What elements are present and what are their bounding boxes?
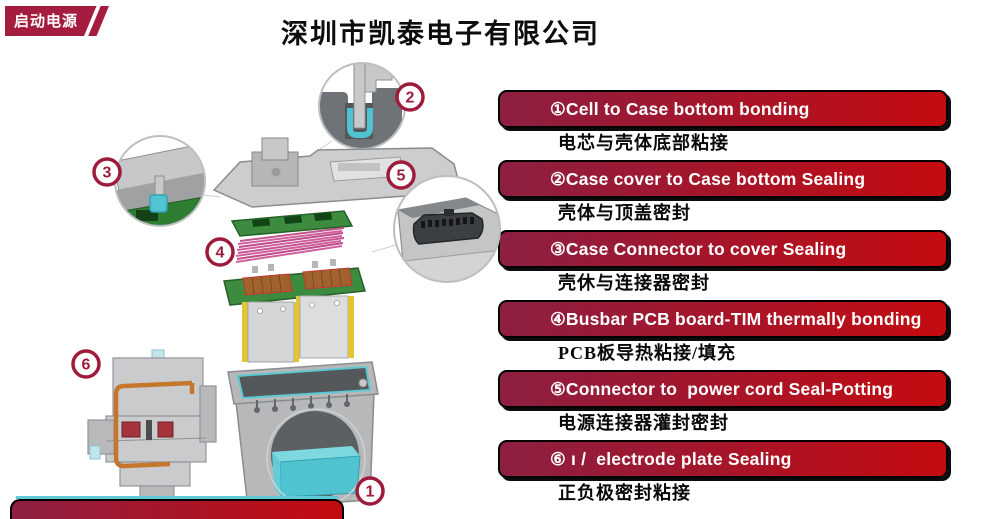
step-banner-6: ⑥ ı / electrode plate Sealing xyxy=(498,440,948,478)
step-caption-zh: 壳休与连接器密封 xyxy=(558,273,710,293)
wire-bundle xyxy=(235,227,345,263)
step-banner-4: ④Busbar PCB board-TIM thermally bonding xyxy=(498,300,948,338)
step-row: ②Case cover to Case bottom Sealing 壳体与顶盖… xyxy=(498,160,954,230)
teal-adhesive-pad xyxy=(279,455,361,498)
step-caption-zh: PCB板导热粘接/填充 xyxy=(558,343,737,363)
red-seal-block xyxy=(121,421,141,438)
step-row: ⑥ ı / electrode plate Sealing 正负极密封粘接 xyxy=(498,440,954,510)
svg-text:3: 3 xyxy=(103,165,112,182)
footer-teal-accent xyxy=(16,496,338,499)
step-caption-zh: 电芯与壳体底部粘接 xyxy=(558,133,729,153)
callout-badge-6: 6 xyxy=(71,349,101,379)
orange-seal-path xyxy=(113,380,193,469)
detail-circle-connector-seal xyxy=(114,135,206,227)
step-caption-zh: 电源连接器灌封密封 xyxy=(558,413,729,433)
callout-badge-3: 3 xyxy=(92,157,122,187)
case-rim-teal-seal xyxy=(236,365,372,400)
callout-badge-1: 1 xyxy=(355,476,385,506)
cross-section-view xyxy=(87,349,217,499)
step-banner-label: ③Case Connector to cover Sealing xyxy=(550,238,847,259)
step-banner-label: ①Cell to Case bottom bonding xyxy=(550,98,810,119)
teal-seal xyxy=(149,194,168,213)
step-banner-1: ①Cell to Case bottom bonding xyxy=(498,90,948,128)
teal-adhesive-pad-top xyxy=(272,446,360,462)
step-row: ①Cell to Case bottom bonding 电芯与壳体底部粘接 xyxy=(498,90,954,160)
svg-text:1: 1 xyxy=(366,484,375,501)
detail-circle-cover-seal xyxy=(318,62,406,150)
step-row: ④Busbar PCB board-TIM thermally bonding … xyxy=(498,300,954,370)
step-banner-3: ③Case Connector to cover Sealing xyxy=(498,230,948,268)
badge-label: 启动电源 xyxy=(14,14,79,30)
svg-text:4: 4 xyxy=(216,245,225,262)
step-banner-label: ⑤Connector to power cord Seal-Potting xyxy=(550,378,894,399)
exploded-control-pcb xyxy=(230,210,354,237)
step-banner-2: ②Case cover to Case bottom Sealing xyxy=(498,160,948,198)
step-caption-zh: 壳体与顶盖密封 xyxy=(558,203,691,223)
step-row: ③Case Connector to cover Sealing 壳休与连接器密… xyxy=(498,230,954,300)
exploded-bottom-case xyxy=(227,361,379,509)
exploded-busbar-board xyxy=(223,259,366,306)
exploded-view-diagram: 2 3 xyxy=(71,62,501,509)
process-steps-list: ①Cell to Case bottom bonding 电芯与壳体底部粘接 ②… xyxy=(498,90,954,510)
step-row: ⑤Connector to power cord Seal-Potting 电源… xyxy=(498,370,954,440)
slide-corner-badge: 启动电源 xyxy=(5,6,109,36)
teal-seal-channel xyxy=(347,108,373,138)
step-banner-label: ⑥ ı / electrode plate Sealing xyxy=(550,448,792,469)
step-banner-label: ④Busbar PCB board-TIM thermally bonding xyxy=(550,308,922,329)
step-banner-label: ②Case cover to Case bottom Sealing xyxy=(550,168,866,189)
page-title: 深圳市凯泰电子有限公司 xyxy=(281,19,600,49)
red-seal-block xyxy=(157,421,174,438)
detail-circle-power-connector xyxy=(393,175,501,283)
battery-cells xyxy=(242,295,354,363)
callout-badge-4: 4 xyxy=(205,237,235,267)
callout-badge-2: 2 xyxy=(395,82,425,112)
callout-badge-5: 5 xyxy=(386,160,416,190)
svg-text:5: 5 xyxy=(397,168,406,185)
footer-red-bar xyxy=(10,499,344,519)
badge-shape xyxy=(5,6,97,36)
step-banner-5: ⑤Connector to power cord Seal-Potting xyxy=(498,370,948,408)
svg-text:6: 6 xyxy=(82,357,91,374)
step-caption-zh: 正负极密封粘接 xyxy=(558,483,691,503)
case-notches xyxy=(254,394,350,413)
pcb-fragment xyxy=(117,195,205,226)
svg-text:2: 2 xyxy=(406,90,415,107)
